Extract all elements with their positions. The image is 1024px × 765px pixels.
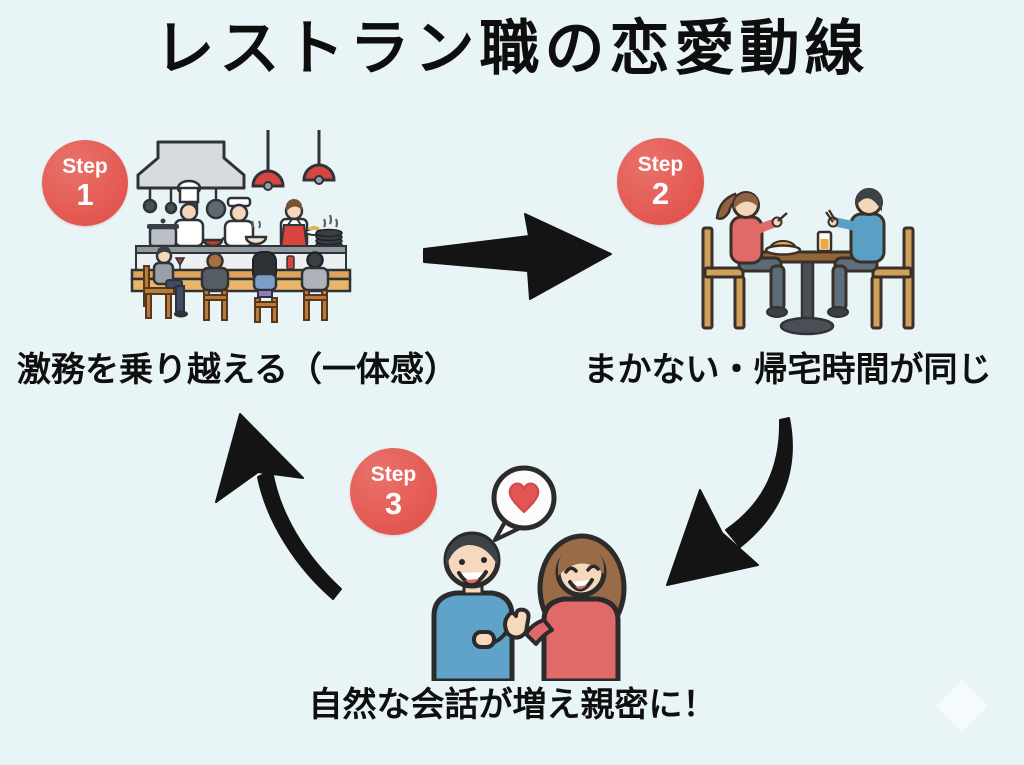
page-title: レストラン職の恋愛動線 [154, 15, 870, 82]
talking-illustration [431, 465, 627, 681]
step-2-label: Step [637, 153, 684, 177]
kitchen-illustration [130, 130, 352, 323]
arrow-step2-to-step3 [666, 417, 793, 586]
woman-talking-icon [503, 533, 627, 681]
chair-icon [701, 226, 746, 330]
step-2-badge: Step 2 [617, 138, 704, 225]
woman-eating-icon [715, 191, 788, 318]
range-hood-icon [136, 140, 246, 190]
customer-icon [143, 245, 188, 319]
step-1-number: 1 [76, 177, 94, 213]
heart-icon [508, 482, 540, 514]
meal-plate-icon [764, 240, 802, 256]
man-eating-icon [825, 187, 886, 318]
stock-pot-icon [147, 218, 179, 248]
step-3-label: Step [370, 463, 417, 487]
customer-icon [300, 251, 330, 321]
juice-glass-icon [816, 230, 833, 253]
step-2-caption: まかない・帰宅時間が同じ [583, 351, 992, 389]
man-talking-icon [431, 531, 515, 681]
arrow-step3-to-step1 [215, 413, 342, 600]
step-1-badge: Step 1 [42, 140, 128, 226]
customer-icon [252, 251, 278, 323]
dining-illustration [701, 187, 915, 336]
sparkle-icon [936, 680, 988, 732]
step-3-caption: 自然な会話が増え親密に！ [308, 686, 717, 724]
chef-icon [223, 196, 268, 248]
step-1-label: Step [62, 154, 108, 178]
pendant-lamp-icon [251, 130, 336, 191]
bar-counter-icon [130, 245, 352, 293]
step-2-number: 2 [651, 175, 670, 211]
step-3-badge: Step 3 [350, 448, 437, 535]
arrow-step1-to-step2 [423, 213, 612, 300]
customer-icon [200, 252, 230, 321]
chair-icon [870, 226, 915, 330]
step-1-caption: 激務を乗り越える（一体感） [17, 351, 458, 389]
step-3-number: 3 [384, 485, 403, 521]
speech-bubble-icon [491, 465, 557, 542]
